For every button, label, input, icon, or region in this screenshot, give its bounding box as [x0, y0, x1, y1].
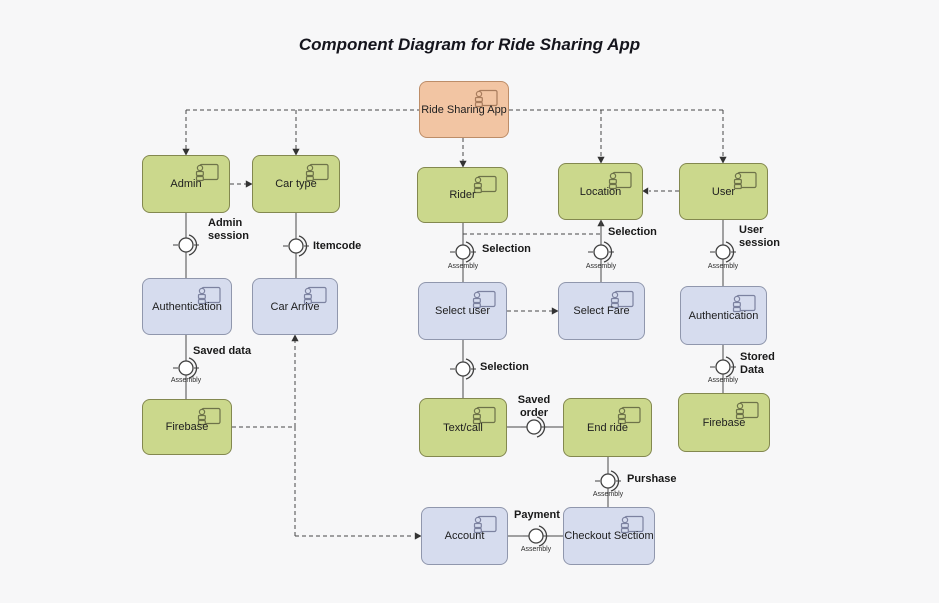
assembly-connector-stored-data: [710, 356, 736, 378]
label-payment: Payment: [514, 509, 560, 521]
label-assembly: Assembly: [585, 263, 617, 270]
component-label: User: [711, 185, 736, 198]
diagram-title: Component Diagram for Ride Sharing App: [298, 35, 641, 54]
label-selection-select-user: Selection: [480, 361, 529, 373]
component-text-call[interactable]: Text/call: [419, 398, 507, 457]
component-label: Authentication: [152, 300, 222, 313]
label-assembly: Assembly: [707, 263, 739, 270]
component-icon: [195, 163, 219, 182]
assembly-connector-selection-select-user: [450, 358, 476, 380]
label-purshase: Purshase: [627, 473, 677, 485]
component-icon: [197, 286, 221, 305]
component-label: Checkout Sectiom: [564, 530, 654, 542]
component-icon: [472, 290, 496, 309]
component-icon: [620, 515, 644, 534]
component-select-fare[interactable]: Select Fare: [558, 282, 645, 340]
component-label: Car Arrive: [270, 300, 320, 313]
component-car-arrive[interactable]: Car Arrive: [252, 278, 338, 335]
component-car-type[interactable]: Car type: [252, 155, 340, 213]
label-saved-data: Saved data: [193, 345, 252, 357]
label-assembly: Assembly: [520, 546, 552, 553]
component-icon: [617, 406, 641, 425]
component-icon: [305, 163, 329, 182]
component-icon: [303, 286, 327, 305]
component-label: End ride: [587, 421, 628, 434]
component-end-ride[interactable]: End ride: [563, 398, 652, 457]
component-label: Ride Sharing App: [421, 103, 507, 116]
component-icon: [608, 171, 632, 190]
component-icon: [473, 175, 497, 194]
component-icon: [735, 401, 759, 420]
component-label: Location: [579, 185, 622, 198]
component-authentication-right[interactable]: Authentication: [680, 286, 767, 345]
component-icon: [472, 406, 496, 425]
assembly-connector-itemcode: [283, 235, 309, 257]
component-ride-sharing-app[interactable]: Ride Sharing App: [419, 81, 509, 138]
label-saved-order: Saved order: [517, 394, 551, 419]
component-user[interactable]: User: [679, 163, 768, 220]
component-label: Admin: [170, 178, 202, 190]
component-label: Select user: [434, 305, 491, 317]
component-select-user[interactable]: Select user: [418, 282, 507, 340]
label-assembly: Assembly: [592, 491, 624, 498]
assembly-connector-user-session: [710, 241, 736, 263]
assembly-connector-admin-session: [173, 234, 199, 256]
component-checkout-section[interactable]: Checkout Sectiom: [563, 507, 655, 565]
component-label: Car type: [275, 178, 317, 190]
component-icon: [610, 290, 634, 309]
component-icon: [473, 515, 497, 534]
component-authentication-left[interactable]: Authentication: [142, 278, 232, 335]
label-admin-session: Admin session: [208, 217, 249, 242]
component-firebase-right[interactable]: Firebase: [678, 393, 770, 452]
label-assembly: Assembly: [707, 377, 739, 384]
assembly-connector-saved-order: [521, 416, 547, 438]
component-label: Text/call: [443, 421, 483, 434]
component-icon: [197, 407, 221, 426]
component-label: Authentication: [688, 309, 759, 322]
assembly-connector-selection-rider: [450, 241, 476, 263]
component-rider[interactable]: Rider: [417, 167, 508, 223]
label-itemcode: Itemcode: [313, 240, 362, 252]
label-selection-location: Selection: [608, 226, 657, 238]
component-label: Firebase: [702, 416, 746, 429]
component-label: Firebase: [165, 421, 209, 433]
component-firebase-left[interactable]: Firebase: [142, 399, 232, 455]
assembly-connector-purshase: [595, 470, 621, 492]
component-label: Rider: [449, 189, 476, 201]
component-account[interactable]: Account: [421, 507, 508, 565]
component-icon: [474, 89, 498, 108]
label-user-session: User session: [739, 224, 780, 249]
assembly-connector-selection-location: [588, 241, 614, 263]
label-assembly: Assembly: [447, 263, 479, 270]
component-label: Select Fare: [573, 305, 630, 317]
label-stored-data: Stored Data: [740, 351, 775, 376]
component-admin[interactable]: Admin: [142, 155, 230, 213]
label-assembly: Assembly: [170, 377, 202, 384]
component-icon: [732, 294, 756, 313]
assembly-connector-saved-data: [173, 357, 199, 379]
component-icon: [733, 171, 757, 190]
assembly-connector-payment: [523, 525, 549, 547]
component-label: Account: [444, 530, 485, 542]
component-location[interactable]: Location: [558, 163, 643, 220]
label-selection-rider: Selection: [482, 243, 531, 255]
